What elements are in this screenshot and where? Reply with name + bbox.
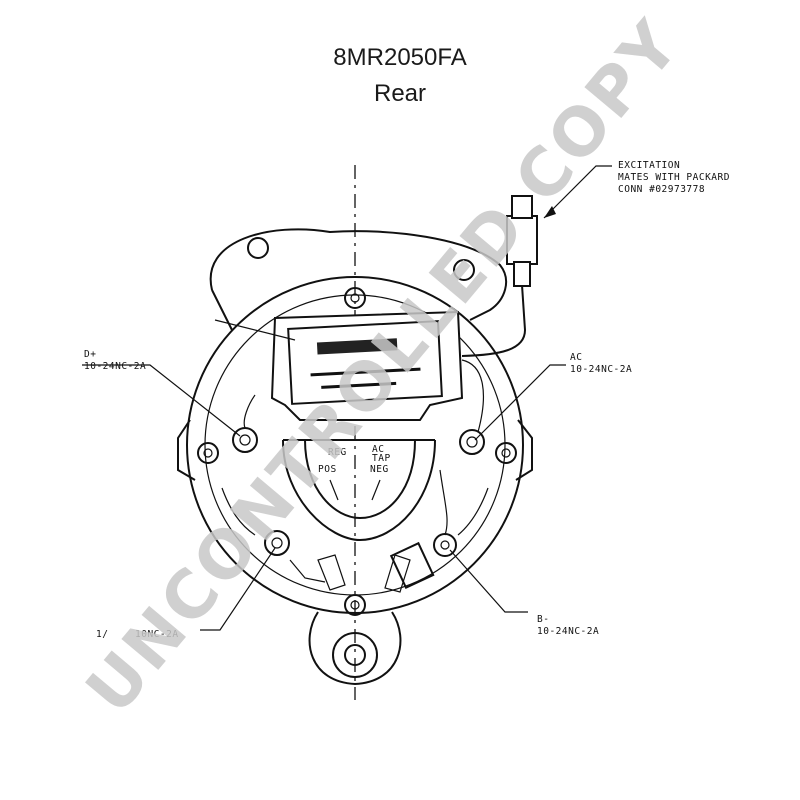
side-lug-left — [177, 419, 196, 481]
callout-b-plus-2: 10NC-2A — [135, 629, 179, 640]
regulator-outline — [270, 310, 464, 421]
bolt-top — [344, 287, 366, 309]
ac-tap-label-2: TAP — [372, 453, 391, 464]
excitation-wire — [461, 284, 527, 357]
callout-ac-1: AC — [570, 352, 582, 363]
side-lug-right — [515, 419, 533, 481]
packard-connector — [506, 215, 538, 265]
ear-hole-left — [247, 237, 269, 259]
leader-d-plus — [82, 364, 241, 437]
bolt-left — [197, 442, 219, 464]
bottom-boss-hole-outer — [332, 632, 378, 678]
ear-hole-right — [453, 259, 475, 281]
d-plus-terminal — [232, 427, 258, 453]
bottom-boss — [308, 611, 402, 686]
regulator-label-plate — [287, 320, 443, 405]
neg-label: NEG — [370, 464, 389, 475]
callout-ac-2: 10-24NC-2A — [570, 364, 632, 375]
regulator-nameplate-lines — [310, 338, 421, 389]
b-minus-strap — [389, 541, 435, 589]
b-plus-terminal — [264, 530, 290, 556]
pos-label: POS — [318, 464, 337, 475]
ac-terminal — [459, 429, 485, 455]
bolt-right — [495, 442, 517, 464]
bolt-bottom — [344, 594, 366, 616]
callout-excitation-2: MATES WITH PACKARD — [618, 172, 730, 183]
reg-label: REG — [328, 447, 347, 458]
leader-excitation — [543, 165, 612, 219]
diagram-title: 8MR2050FA — [333, 44, 467, 71]
callout-excitation-1: EXCITATION — [618, 160, 680, 171]
leader-ac — [474, 364, 566, 441]
callout-b-minus-1: B- — [537, 614, 549, 625]
callout-b-minus-2: 10-24NC-2A — [537, 626, 599, 637]
diagram-subtitle: Rear — [373, 80, 427, 107]
callout-d-plus-1: D+ — [84, 349, 96, 360]
bottom-boss-hole — [344, 644, 366, 666]
callout-excitation-3: CONN #02973778 — [618, 184, 705, 195]
rectifier-arc — [282, 439, 436, 542]
callout-d-plus-2: 10-24NC-2A — [84, 361, 146, 372]
leader-b-plus — [200, 547, 276, 631]
ac-tap-label-1: AC — [372, 444, 384, 455]
leader-b-minus — [449, 549, 528, 613]
callout-b-plus-1: 1/ — [96, 629, 108, 640]
housing-outer — [186, 276, 524, 614]
